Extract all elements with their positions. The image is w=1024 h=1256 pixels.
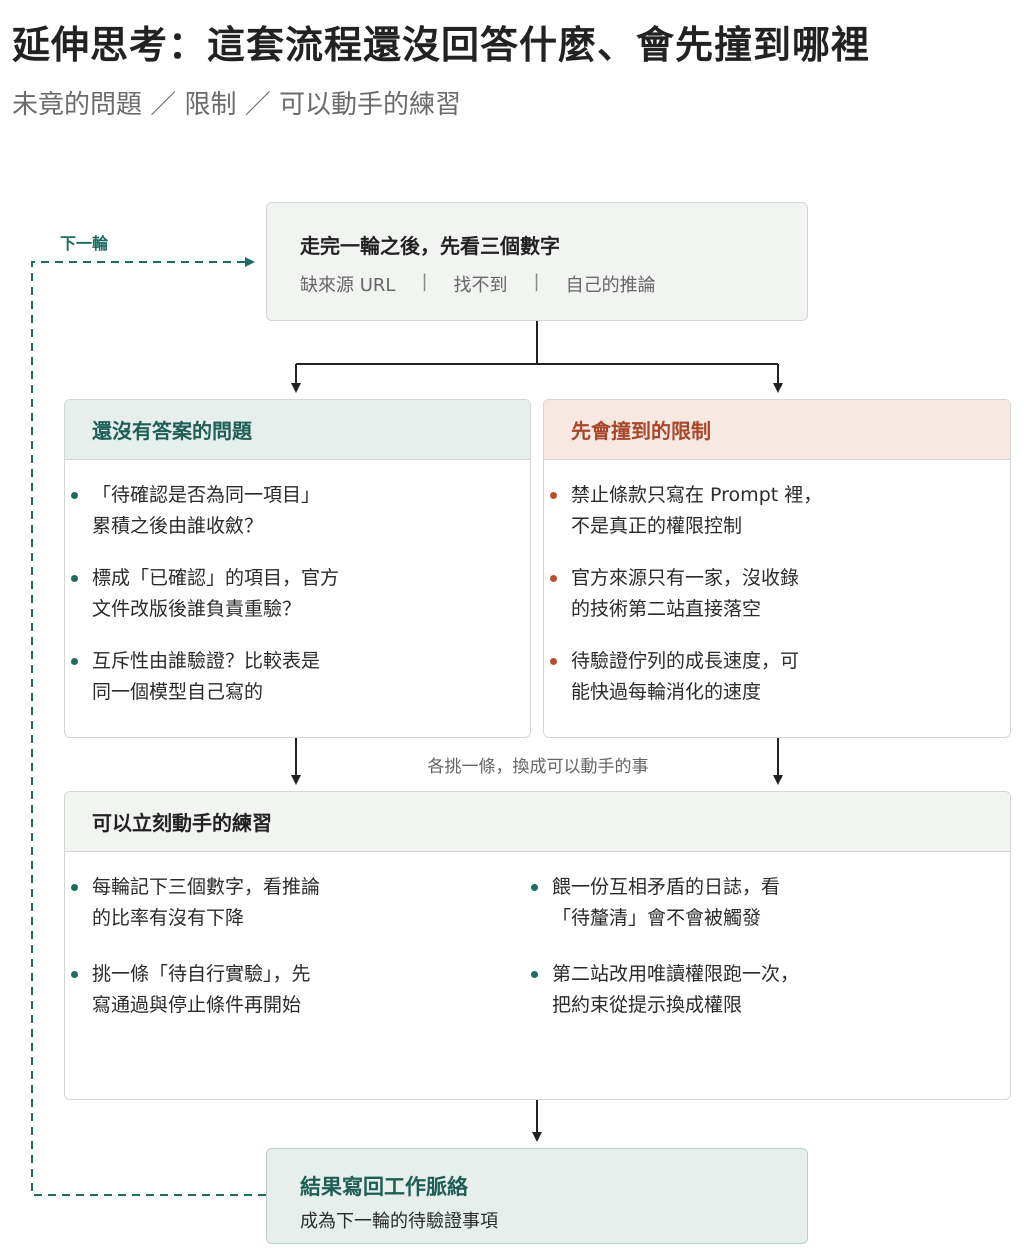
limits-panel: 先會撞到的限制 禁止條款只寫在 Prompt 裡， 不是真正的權限控制 官方來源… [543,399,1011,738]
result-title: 結果寫回工作脈絡 [300,1175,468,1199]
list-item-text: 第二站改用唯讀權限跑一次， 把約束從提示換成權限 [552,963,800,1016]
page-subtitle: 未竟的問題 ／ 限制 ／ 可以動手的練習 [12,90,462,120]
list-item-text: 官方來源只有一家，沒收錄 的技術第二站直接落空 [571,567,800,620]
practice-panel: 可以立刻動手的練習 每輪記下三個數字，看推論 的比率有沒有下降 挑一條「待自行實… [64,791,1011,1100]
bullet-dot [550,492,557,499]
open-questions-heading: 還沒有答案的問題 [65,400,530,460]
page-title: 延伸思考：這套流程還沒回答什麼、會先撞到哪裡 [12,22,871,67]
list-item: 待驗證佇列的成長速度，可 能快過每輪消化的速度 [544,646,822,708]
bullet-dot [71,971,78,978]
list-item: 禁止條款只寫在 Prompt 裡， 不是真正的權限控制 [544,480,822,542]
list-item: 挑一條「待自行實驗」，先 寫通過與停止條件再開始 [65,959,320,1021]
bullet-dot [550,658,557,665]
list-item-text: 互斥性由誰驗證？比較表是 同一個模型自己寫的 [92,650,321,703]
metric-separator: | [421,271,428,292]
bullet-dot [531,971,538,978]
list-item: 互斥性由誰驗證？比較表是 同一個模型自己寫的 [65,646,339,708]
list-item-text: 挑一條「待自行實驗」，先 寫通過與停止條件再開始 [92,963,311,1016]
metric-missing-url: 缺來源 URL [300,275,396,296]
next-round-label: 下一輪 [60,234,109,253]
pick-one-label: 各挑一條，換成可以動手的事 [427,757,649,777]
bullet-dot [71,658,78,665]
split-connector [296,321,778,365]
open-questions-list: 「待確認是否為同一項目」 累積之後由誰收斂？ 標成「已確認」的項目，官方 文件改… [65,480,339,729]
metric-separator: | [533,271,540,292]
list-item: 標成「已確認」的項目，官方 文件改版後誰負責重驗？ [65,563,339,625]
list-item-text: 標成「已確認」的項目，官方 文件改版後誰負責重驗？ [92,567,340,620]
practice-list-right: 餵一份互相矛盾的日誌，看 「待釐清」會不會被觸發 第二站改用唯讀權限跑一次， 把… [525,872,799,1046]
result-subtitle: 成為下一輪的待驗證事項 [300,1211,498,1232]
result-box: 結果寫回工作脈絡 成為下一輪的待驗證事項 [266,1148,808,1244]
list-item: 餵一份互相矛盾的日誌，看 「待釐清」會不會被觸發 [525,872,799,934]
practice-list-left: 每輪記下三個數字，看推論 的比率有沒有下降 挑一條「待自行實驗」，先 寫通過與停… [65,872,320,1046]
limits-list: 禁止條款只寫在 Prompt 裡， 不是真正的權限控制 官方來源只有一家，沒收錄… [544,480,822,729]
list-item-text: 「待確認是否為同一項目」 累積之後由誰收斂？ [92,484,321,537]
list-item-text: 待驗證佇列的成長速度，可 能快過每輪消化的速度 [571,650,800,703]
list-item: 「待確認是否為同一項目」 累積之後由誰收斂？ [65,480,339,542]
bullet-dot [71,492,78,499]
bullet-dot [550,575,557,582]
bullet-dot [71,884,78,891]
list-item: 第二站改用唯讀權限跑一次， 把約束從提示換成權限 [525,959,799,1021]
practice-heading: 可以立刻動手的練習 [65,792,1010,852]
metrics-box: 走完一輪之後，先看三個數字 缺來源 URL | 找不到 | 自己的推論 [266,202,808,321]
list-item: 每輪記下三個數字，看推論 的比率有沒有下降 [65,872,320,934]
list-item-text: 每輪記下三個數字，看推論 的比率有沒有下降 [92,876,321,929]
open-questions-panel: 還沒有答案的問題 「待確認是否為同一項目」 累積之後由誰收斂？ 標成「已確認」的… [64,399,531,738]
list-item-text: 禁止條款只寫在 Prompt 裡， 不是真正的權限控制 [571,484,823,537]
list-item: 官方來源只有一家，沒收錄 的技術第二站直接落空 [544,563,822,625]
metric-not-found: 找不到 [453,275,508,296]
bullet-dot [531,884,538,891]
metrics-list: 缺來源 URL | 找不到 | 自己的推論 [300,271,656,297]
limits-heading: 先會撞到的限制 [544,400,1010,460]
list-item-text: 餵一份互相矛盾的日誌，看 「待釐清」會不會被觸發 [552,876,781,929]
metrics-title: 走完一輪之後，先看三個數字 [300,234,560,258]
metric-own-inference: 自己的推論 [565,275,656,296]
bullet-dot [71,575,78,582]
